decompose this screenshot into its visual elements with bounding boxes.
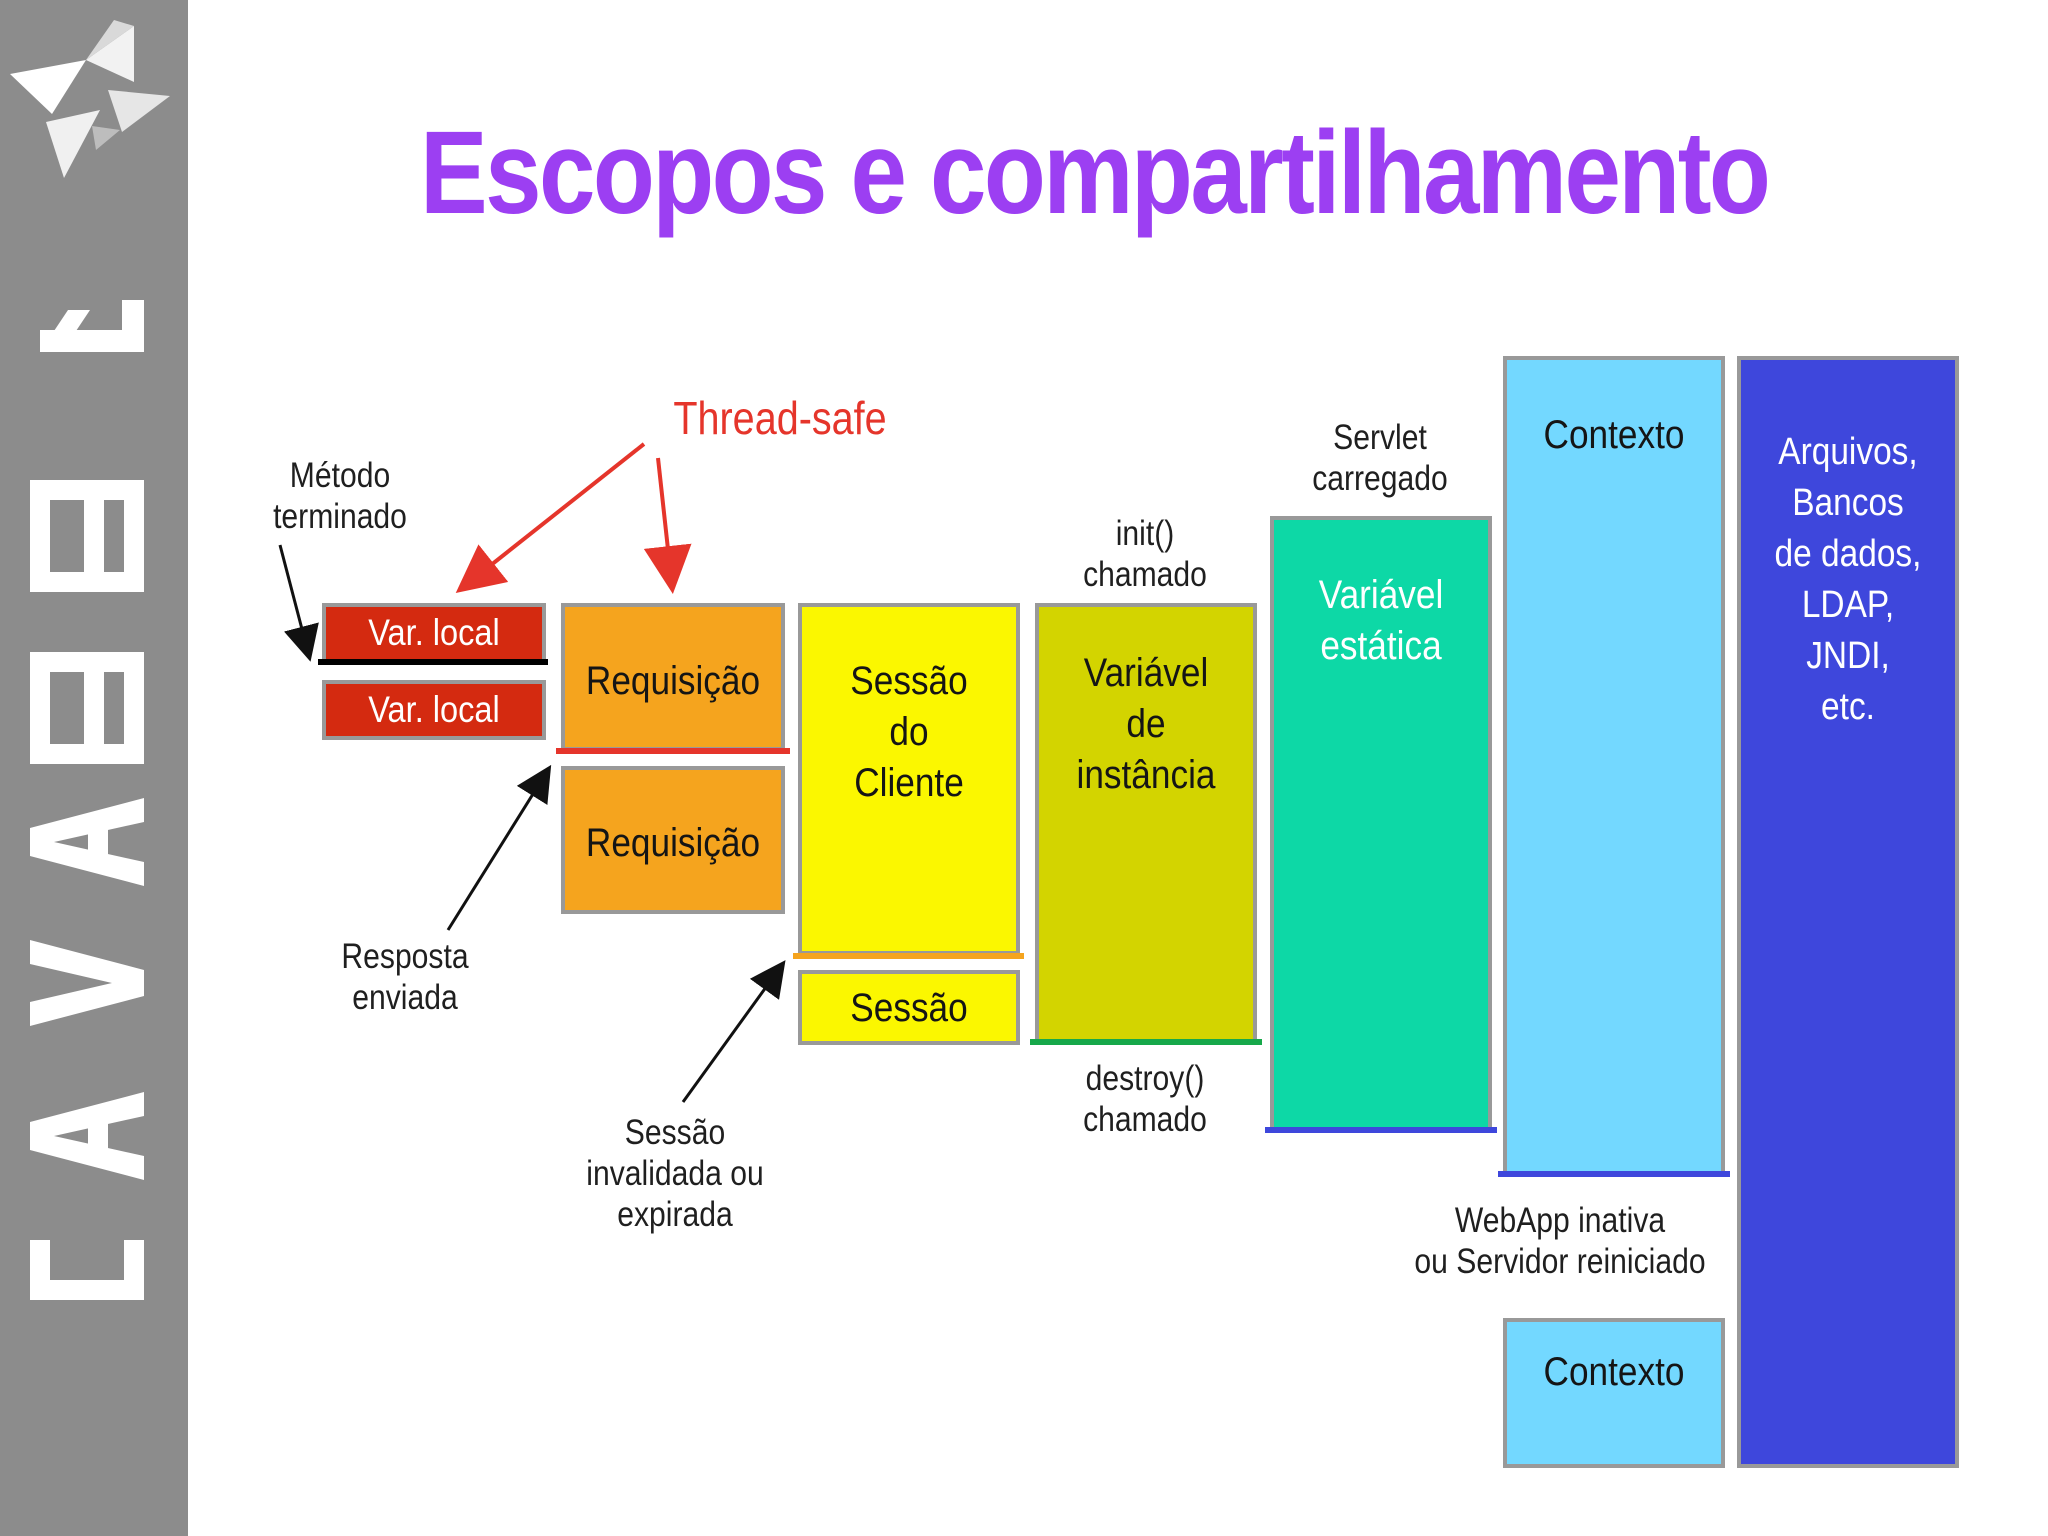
thread-safe-arrow-1: [455, 442, 646, 593]
box-var-local-1: [322, 603, 546, 663]
servlet-carregado-label: Servlet carregado: [1312, 418, 1448, 498]
box-contexto-2-label: Contexto: [1543, 1350, 1685, 1394]
sidebar-java-ee-7-text: [30, 300, 144, 1300]
box-recursos: [1737, 356, 1959, 1468]
box-sessao-label: Sessão: [850, 986, 968, 1030]
box-variavel-instancia-label: Variável de instância: [1076, 651, 1216, 797]
slide-title: Escopos e compartilhamento: [420, 107, 1771, 239]
thread-safe-arrow-2: [643, 457, 692, 594]
init-chamado-label: init() chamado: [1083, 514, 1207, 594]
box-var-local-2: [322, 680, 546, 740]
box-sessao-cliente: [798, 603, 1020, 955]
metodo-terminado-arrow: [278, 544, 319, 662]
sessao-invalidada-arrow: [681, 960, 786, 1103]
resposta-enviada-arrow: [446, 764, 552, 931]
box-var-local-1-label: Var. local: [368, 612, 500, 653]
metodo-terminado-label: Método terminado: [273, 456, 407, 536]
box-contexto-1-label: Contexto: [1543, 413, 1685, 457]
box-recursos-label: Arquivos, Bancos de dados, LDAP, JNDI, e…: [1774, 431, 1922, 728]
thread-safe-annotation: Thread-safe: [673, 392, 887, 444]
webapp-inativa-label: WebApp inativa ou Servidor reiniciado: [1414, 1201, 1706, 1281]
box-variavel-instancia: [1035, 603, 1257, 1043]
sessao-invalidada-label: Sessão invalidada ou expirada: [586, 1113, 764, 1234]
box-requisicao-2: [561, 766, 785, 914]
box-var-local-2-label: Var. local: [368, 689, 500, 730]
box-sessao: [798, 970, 1020, 1045]
box-contexto-2: [1503, 1318, 1725, 1468]
box-sessao-cliente-label: Sessão do Cliente: [850, 659, 968, 805]
sidebar: [0, 0, 188, 1536]
box-requisicao-1: [561, 603, 785, 751]
box-variavel-estatica-label: Variável estática: [1318, 573, 1444, 668]
box-requisicao-1-label: Requisição: [585, 659, 761, 703]
box-requisicao-2-label: Requisição: [585, 821, 761, 865]
destroy-chamado-label: destroy() chamado: [1083, 1059, 1207, 1139]
java-ee-logo-icon: [10, 20, 170, 178]
resposta-enviada-label: Resposta enviada: [341, 937, 469, 1017]
box-contexto-1: [1503, 356, 1725, 1175]
box-variavel-estatica: [1270, 516, 1492, 1132]
